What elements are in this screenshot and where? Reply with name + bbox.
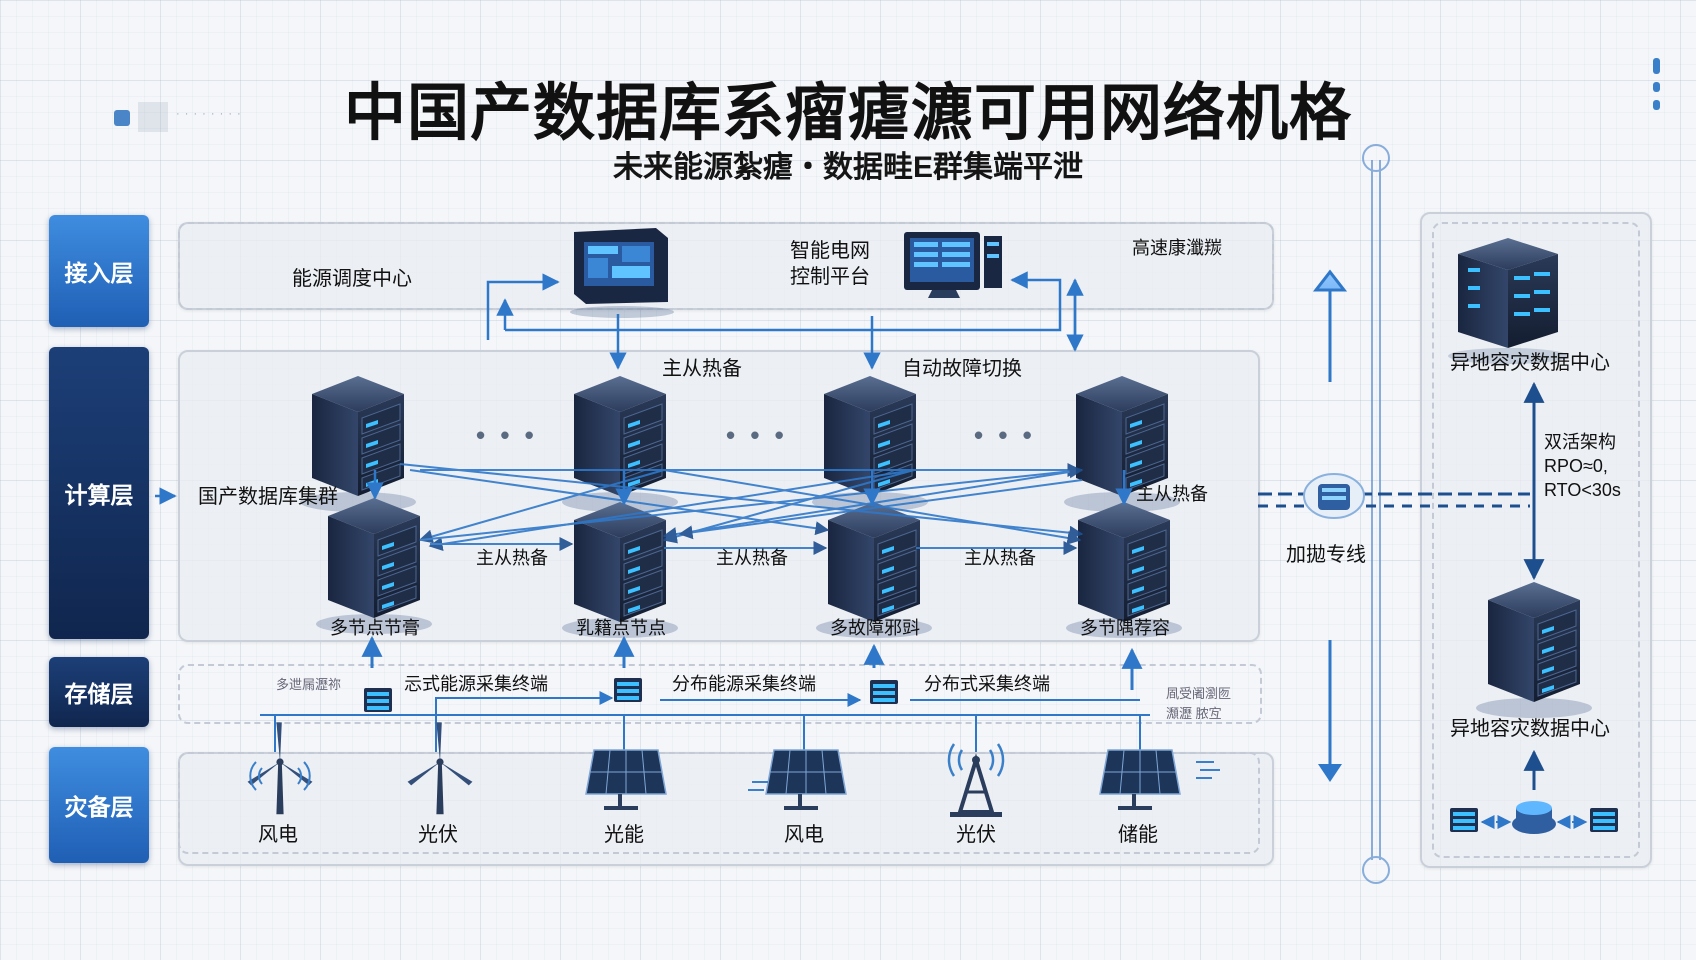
dr-node-icon: [1450, 808, 1478, 832]
grid-platform-label: 智能电网 控制平台: [790, 240, 870, 288]
dr-server-icon: [1475, 581, 1593, 719]
backup-item-label: 光能: [604, 824, 644, 846]
tab-backup-layer[interactable]: 灾备层: [49, 747, 149, 863]
page-title: 中国产数据库系瘤瘧瀌可用网络机格: [343, 79, 1352, 148]
ellipsis: • • •: [974, 420, 1036, 450]
link-label: 主从热备: [964, 548, 1036, 568]
logo: · · · · · · · ·: [100, 96, 290, 142]
cluster-label: 国产数据库集群: [198, 486, 338, 508]
dedicated-line-label: 加拋专线: [1286, 544, 1366, 566]
wind-turbine-icon: [407, 722, 473, 815]
terminal-label: 分布能源采集终端: [672, 674, 816, 694]
collector-server-icon: [364, 688, 392, 712]
tab-storage-layer[interactable]: 存储层: [49, 657, 149, 727]
storage-faint-label: 多迣屚瀝祢: [276, 677, 342, 692]
ellipsis: • • •: [476, 420, 538, 450]
dr-rack-icon: [1448, 238, 1568, 364]
page-subtitle: 未来能源紮瘧・数据畦E群集端平泄: [612, 151, 1083, 184]
dedicated-line-node-icon: [1303, 473, 1365, 519]
auto-failover-label: 自动故障切换: [902, 358, 1022, 380]
small-wind-icon: [1196, 761, 1220, 779]
solar-panel-icon: [1098, 748, 1182, 810]
dr-hub-icon: [1512, 801, 1556, 834]
antenna-tower-icon: [947, 743, 1005, 817]
collector-server-icon: [614, 678, 642, 702]
node-label: 多节点节膏: [330, 618, 420, 638]
tab-access-layer[interactable]: 接入层: [49, 215, 149, 327]
wind-turbine-icon: [247, 722, 313, 815]
backup-item-label: 风电: [784, 824, 824, 846]
terminal-label: 分布式采集终端: [924, 674, 1050, 694]
collector-server-icon: [870, 680, 898, 704]
tab-compute-layer[interactable]: 计算层: [49, 347, 149, 639]
backup-item-label: 光伏: [418, 824, 458, 846]
solar-panel-icon: [764, 748, 848, 810]
high-speed-label: 高速康瀸羰: [1132, 238, 1222, 258]
backup-item-label: 光伏: [956, 824, 996, 846]
storage-faint-right: 凮受阇瀏匢 瀩瀝 脓宐: [1166, 686, 1232, 721]
signal-wave-icon: [249, 761, 768, 791]
dr-center-top-label: 异地容灾数据中心: [1450, 352, 1610, 374]
menu-dots-icon: [1653, 58, 1661, 114]
backup-item-label: 储能: [1118, 824, 1158, 846]
dispatch-center-label: 能源调度中心: [292, 268, 412, 290]
dr-center-bottom-label: 异地容灾数据中心: [1450, 718, 1610, 740]
backup-item-label: 风电: [258, 824, 298, 846]
node-label: 多故障邪㪷: [830, 618, 920, 638]
ellipsis: • • •: [726, 420, 788, 450]
solar-panel-icon: [584, 748, 668, 810]
terminal-label: 忈式能源采集终端: [404, 674, 548, 694]
dr-node-icon: [1590, 808, 1618, 832]
link-label: 主从热备: [476, 548, 548, 568]
dr-metrics: 双活架构 RPO≈0, RTO<30s: [1544, 432, 1621, 500]
dispatch-server-icon: [570, 228, 674, 318]
storage-panel: [178, 664, 1262, 724]
master-slave-top-label: 主从热备: [662, 358, 742, 380]
grid-platform-monitor-icon: [904, 232, 1002, 298]
node-label: 多节隅荐容: [1080, 618, 1170, 638]
master-slave-right-label: 主从热备: [1136, 484, 1208, 504]
node-label: 乳籍点节点: [576, 618, 666, 638]
link-label: 主从热备: [716, 548, 788, 568]
